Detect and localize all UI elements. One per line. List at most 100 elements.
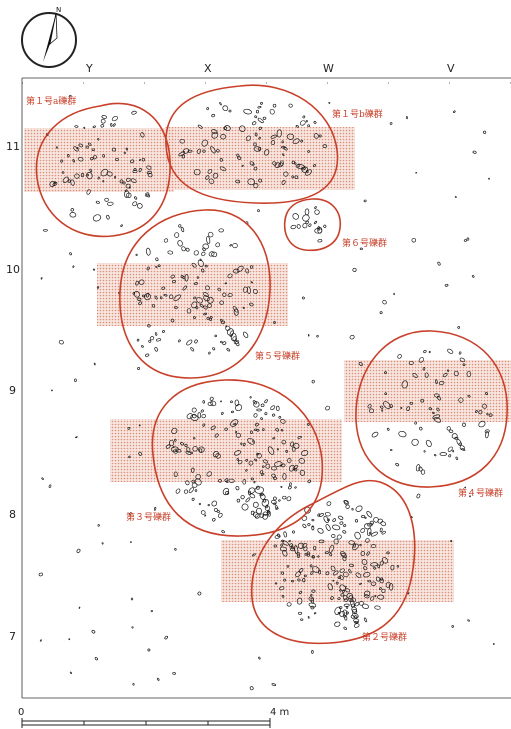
stone — [222, 105, 229, 112]
stone — [324, 551, 329, 555]
stone — [197, 446, 205, 453]
boundary-2 — [250, 479, 416, 645]
stone — [288, 540, 291, 543]
stone — [286, 496, 292, 502]
stone — [220, 340, 223, 344]
stone — [367, 579, 372, 583]
stone — [100, 124, 105, 128]
stone — [362, 566, 368, 571]
stone — [419, 426, 423, 431]
stone — [292, 464, 298, 471]
stone — [83, 126, 86, 129]
stone — [335, 581, 339, 585]
stone — [381, 557, 389, 564]
stone — [313, 545, 317, 551]
stone — [197, 412, 202, 419]
stone — [296, 224, 301, 229]
stone — [208, 231, 214, 238]
stone — [411, 438, 419, 446]
stone — [237, 156, 242, 160]
stone — [235, 432, 241, 438]
stone — [157, 264, 161, 268]
stone — [191, 482, 198, 488]
stone — [296, 597, 303, 605]
boundary-1a — [35, 102, 171, 238]
stone — [311, 379, 315, 384]
stone — [239, 125, 246, 132]
stone — [304, 553, 308, 556]
stone — [415, 464, 421, 472]
stone — [76, 147, 79, 150]
stone — [374, 594, 377, 598]
stone — [247, 178, 255, 186]
stone — [323, 224, 327, 228]
stone — [458, 442, 462, 446]
stone — [434, 393, 440, 398]
stone — [314, 209, 320, 215]
stone — [397, 354, 402, 359]
stone — [292, 530, 295, 534]
stone — [86, 189, 91, 195]
stone — [219, 318, 223, 322]
stone — [354, 601, 360, 607]
row-label: 7 — [9, 630, 16, 643]
stone — [208, 351, 211, 355]
stone — [307, 615, 310, 619]
stone — [338, 515, 344, 520]
stone — [193, 296, 197, 300]
stone — [136, 203, 143, 209]
stone — [363, 572, 371, 578]
stone — [384, 392, 388, 395]
stone — [461, 448, 466, 451]
stone — [86, 172, 93, 180]
stone — [294, 175, 299, 179]
stone — [130, 541, 132, 543]
stone — [137, 297, 142, 301]
stone — [154, 347, 159, 352]
stone — [385, 581, 391, 588]
stone — [136, 338, 140, 342]
stone — [313, 120, 317, 124]
stone — [401, 380, 408, 389]
stone — [147, 172, 153, 178]
stone — [463, 239, 467, 242]
stone — [276, 405, 280, 412]
stone — [332, 570, 339, 576]
stone — [274, 582, 278, 585]
stone — [178, 151, 186, 157]
boundary-3 — [151, 379, 324, 537]
stone — [100, 168, 109, 177]
stone — [194, 339, 198, 344]
stone — [272, 437, 276, 440]
stone — [307, 150, 310, 153]
stone — [393, 292, 395, 296]
stone — [125, 147, 129, 151]
stone — [191, 301, 198, 309]
stone — [395, 462, 400, 467]
stone — [466, 237, 470, 241]
stone — [144, 192, 150, 197]
stone — [389, 404, 393, 408]
stone — [325, 524, 331, 531]
stone — [75, 436, 78, 439]
stone — [273, 502, 277, 506]
stone — [146, 170, 152, 175]
stone — [260, 403, 265, 408]
stone — [242, 442, 246, 447]
stone — [76, 548, 81, 554]
stone — [314, 228, 323, 234]
group-label-4: 第４号礫群 — [458, 487, 503, 499]
stone — [273, 544, 277, 548]
stone — [297, 542, 305, 549]
stone — [242, 331, 249, 338]
stone — [137, 367, 141, 370]
stone — [97, 524, 100, 527]
stone — [280, 160, 284, 166]
stone — [196, 297, 203, 304]
stone — [261, 465, 265, 468]
stone — [303, 546, 308, 552]
stone — [257, 146, 262, 151]
stone — [423, 349, 427, 354]
stone — [198, 502, 201, 506]
stone — [263, 149, 270, 156]
